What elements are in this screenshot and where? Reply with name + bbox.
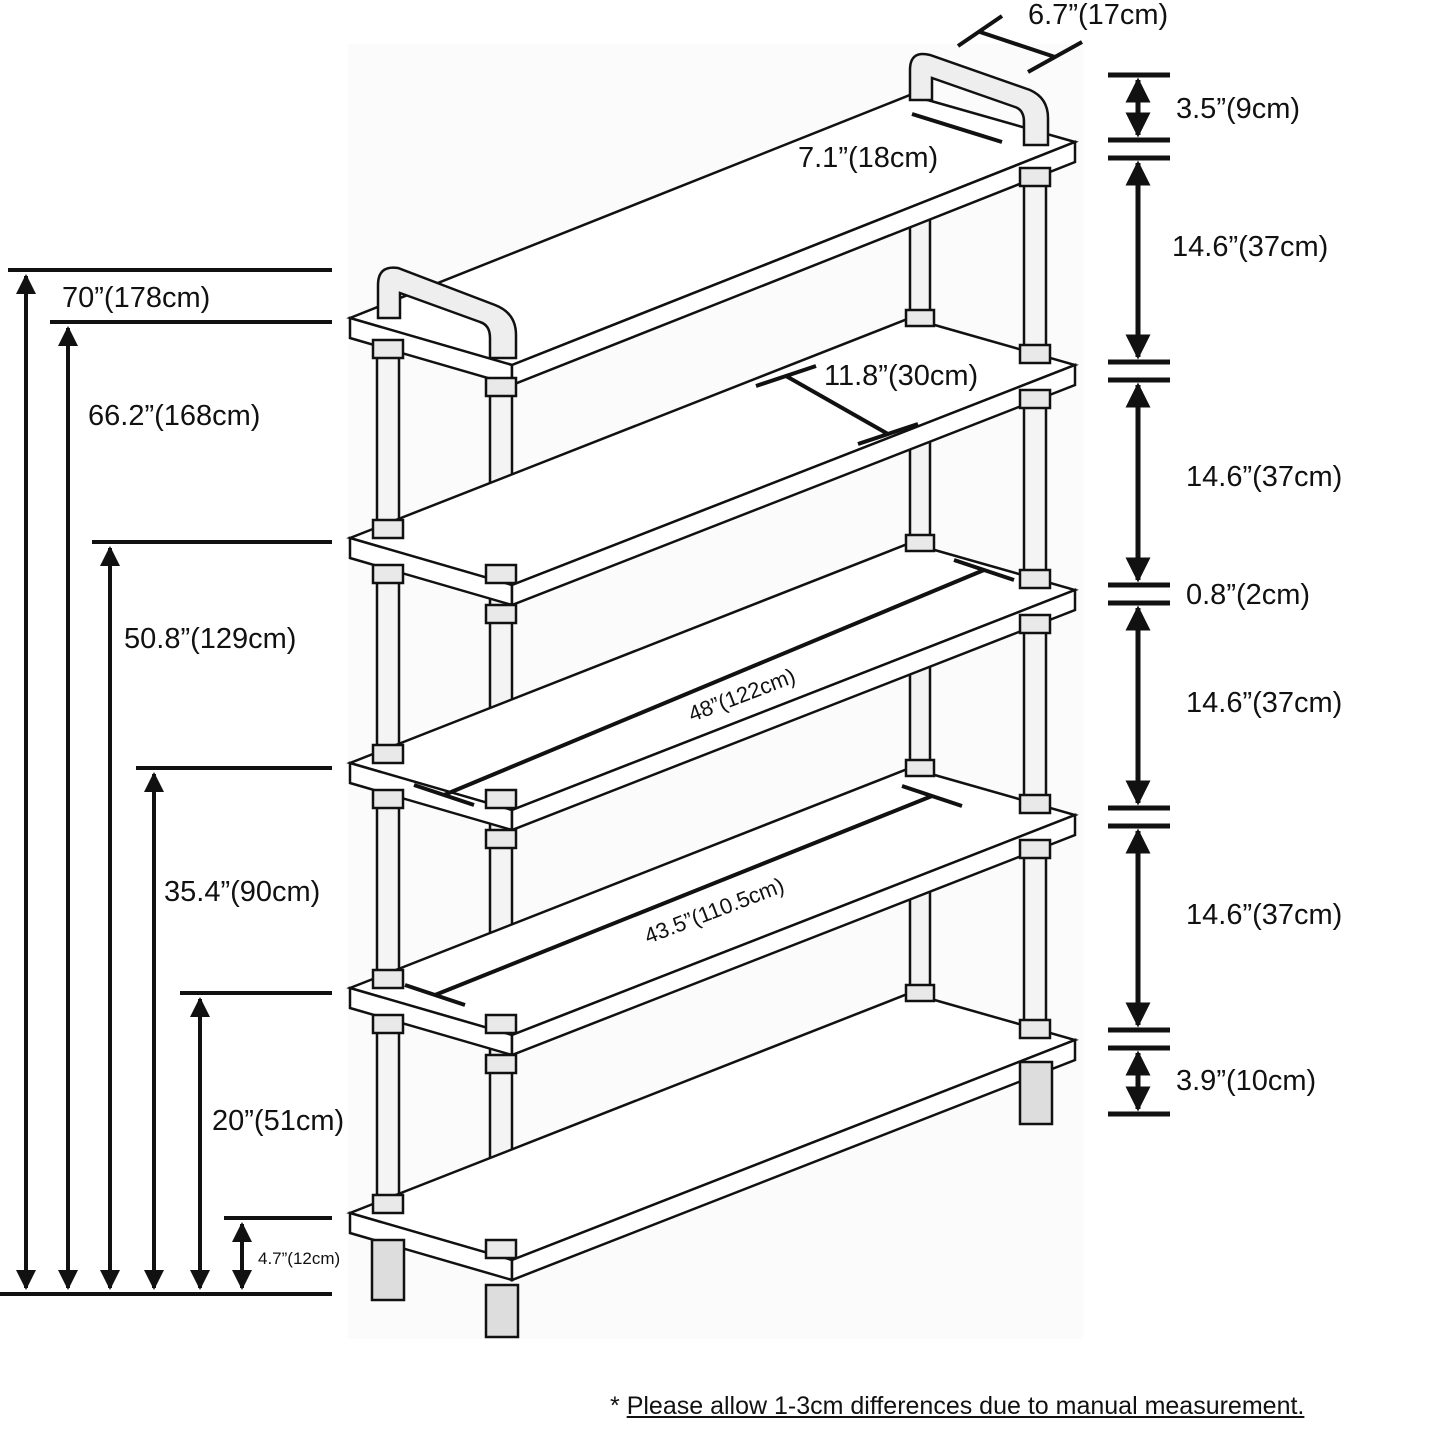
label-board-thickness: 0.8”(2cm) <box>1186 579 1310 611</box>
inline-measurement-bars <box>404 14 1083 1007</box>
bookshelf-drawing <box>346 52 1079 1339</box>
right-dimension-lines <box>1108 72 1170 1117</box>
note-text: Please allow 1-3cm differences due to ma… <box>626 1392 1305 1420</box>
label-gap-2: 14.6”(37cm) <box>1186 461 1342 493</box>
label-shelf4-height: 50.8”(129cm) <box>124 623 296 655</box>
label-shelf-depth: 11.8”(30cm) <box>824 360 978 392</box>
label-shelf3-height: 35.4”(90cm) <box>164 876 320 908</box>
label-gap-1: 14.6”(37cm) <box>1172 231 1328 263</box>
label-top-rail-height: 3.5”(9cm) <box>1176 93 1300 125</box>
shelf-boards <box>346 93 1079 1282</box>
label-total-height: 70”(178cm) <box>62 282 210 314</box>
label-gap-3: 14.6”(37cm) <box>1186 687 1342 719</box>
top-pipe-rails <box>376 52 1050 360</box>
note-asterisk: * <box>610 1392 620 1420</box>
measurement-note: * Please allow 1-3cm differences due to … <box>610 1392 1304 1421</box>
label-shelf2-height: 20”(51cm) <box>212 1105 344 1137</box>
pipe-couplings <box>371 166 1052 1260</box>
label-foot-height: 3.9”(10cm) <box>1176 1065 1316 1097</box>
feet <box>370 1060 1054 1339</box>
label-top-depth: 6.7”(17cm) <box>1028 0 1168 31</box>
label-shelf1-height: 4.7”(12cm) <box>258 1249 340 1268</box>
label-shelf5-height: 66.2”(168cm) <box>88 400 260 432</box>
label-gap-4: 14.6”(37cm) <box>1186 899 1342 931</box>
left-dimension-lines <box>0 268 332 1296</box>
label-rail-inset: 7.1”(18cm) <box>798 142 938 174</box>
